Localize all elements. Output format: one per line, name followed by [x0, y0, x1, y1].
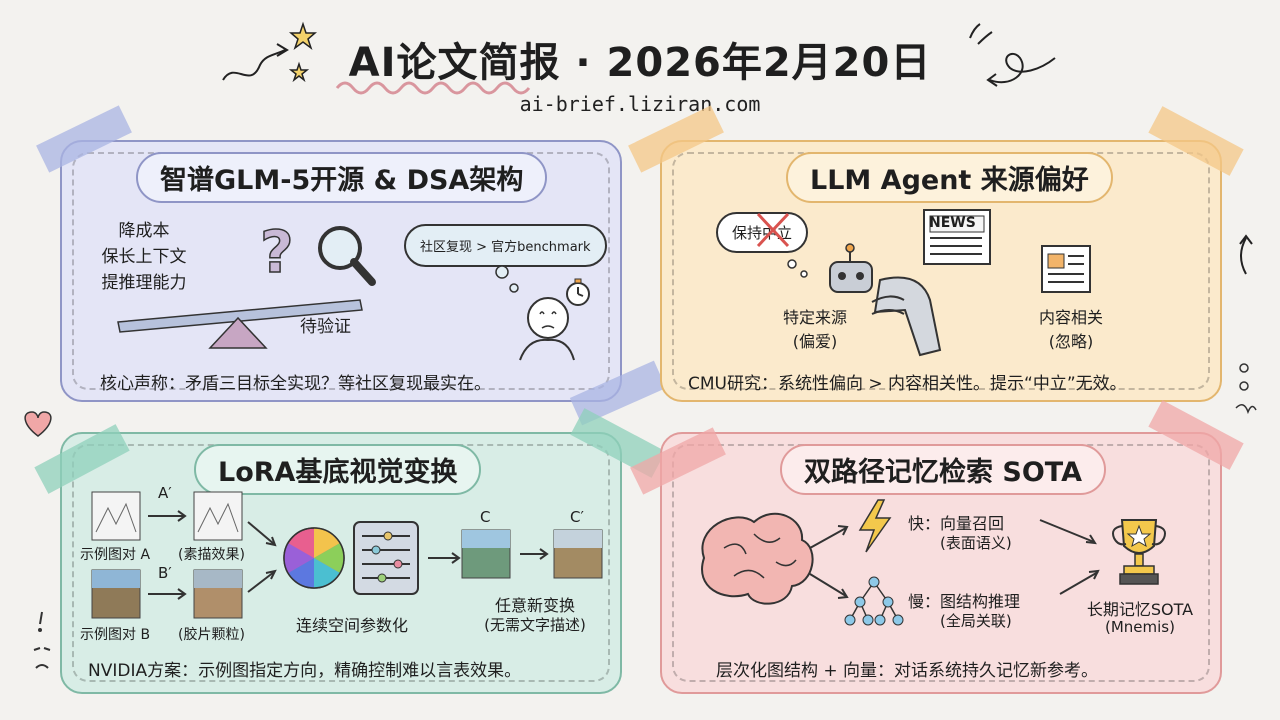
transform-label: 任意新变换: [494, 596, 575, 615]
example-a-label: 示例图对 A: [80, 547, 151, 563]
content-note: (忽略): [1048, 332, 1094, 351]
title-underline-squiggle: [335, 81, 531, 95]
svg-text:?: ?: [260, 218, 294, 286]
source-note: (偏爱): [792, 332, 838, 351]
result-label: 长期记忆SOTA: [1086, 600, 1194, 619]
slow-path-label: 慢：图结构推理: [908, 592, 1021, 611]
card-title-memory: 双路径记忆检索 SOTA: [780, 444, 1107, 495]
slow-path-note: (全局关联): [940, 612, 1012, 630]
output-images-icon: [461, 529, 603, 579]
dots-doodle-icon: [1235, 363, 1257, 415]
fast-path-label: 快：向量召回: [908, 514, 1005, 533]
site-url: ai-brief.liziran.com: [519, 92, 761, 116]
transform-note: (无需文字描述): [484, 616, 586, 634]
example-a-effect: (素描效果): [178, 547, 245, 563]
pending-label: 待验证: [300, 317, 351, 337]
c-label: C: [480, 508, 491, 526]
document-icon: [1041, 245, 1091, 293]
face-doodle-icon: [33, 611, 51, 669]
card-footer-glm: 核心声称：矛盾三目标全实现？等社区复现最实在。: [100, 374, 491, 394]
newspaper-icon: [923, 209, 991, 265]
goal-label: 降成本: [118, 221, 170, 241]
result-note: (Mnemis): [1105, 618, 1175, 636]
card-footer-memory: 层次化图结构 + 向量：对话系统持久记忆新参考。: [716, 661, 1099, 681]
a-prime-label: A′: [158, 484, 172, 502]
cross-out-icon: [756, 212, 790, 248]
b-prime-label: B′: [158, 564, 172, 582]
news-label: NEWS: [929, 215, 976, 231]
seesaw-question-icon: ?: [117, 217, 376, 349]
doodle-swirl-icon: [969, 23, 1056, 87]
card-footer-lora: NVIDIA方案：示例图指定方向，精确控制难以言表效果。: [88, 661, 522, 681]
goal-label: 提推理能力: [101, 273, 187, 293]
neutral-label: 保持中立: [732, 224, 793, 242]
heart-doodle-icon: [24, 411, 52, 437]
goal-label: 保长上下文: [101, 247, 187, 267]
c-prime-label: C′: [570, 508, 584, 526]
card-title-glm: 智谱GLM-5开源 & DSA架构: [136, 152, 548, 203]
thinking-person-icon: [495, 265, 590, 361]
content-label: 内容相关: [1038, 308, 1103, 327]
page-title: AI论文简报 · 2026年2月20日: [348, 40, 932, 86]
card-title-lora: LoRA基底视觉变换: [194, 444, 482, 495]
trophy-icon: [1112, 519, 1166, 585]
arrow-doodle-icon: [1239, 234, 1253, 275]
fast-path-note: (表面语义): [940, 534, 1012, 552]
card-title-agent: LLM Agent 来源偏好: [786, 152, 1113, 203]
memory-flow-diagram: [701, 499, 1100, 626]
lora-flow-diagram: [91, 491, 461, 619]
card-footer-agent: CMU研究：系统性偏向 > 内容相关性。提示“中立”无效。: [688, 374, 1127, 394]
continuous-space-label: 连续空间参数化: [296, 616, 409, 635]
example-b-label: 示例图对 B: [80, 627, 151, 643]
example-b-effect: (胶片颗粒): [178, 627, 245, 643]
thought-bubble: 社区复现 > 官方benchmark: [404, 224, 607, 267]
robot-icon: [787, 243, 942, 357]
doodle-stars-icon: [222, 21, 318, 83]
source-label: 特定来源: [782, 308, 847, 327]
